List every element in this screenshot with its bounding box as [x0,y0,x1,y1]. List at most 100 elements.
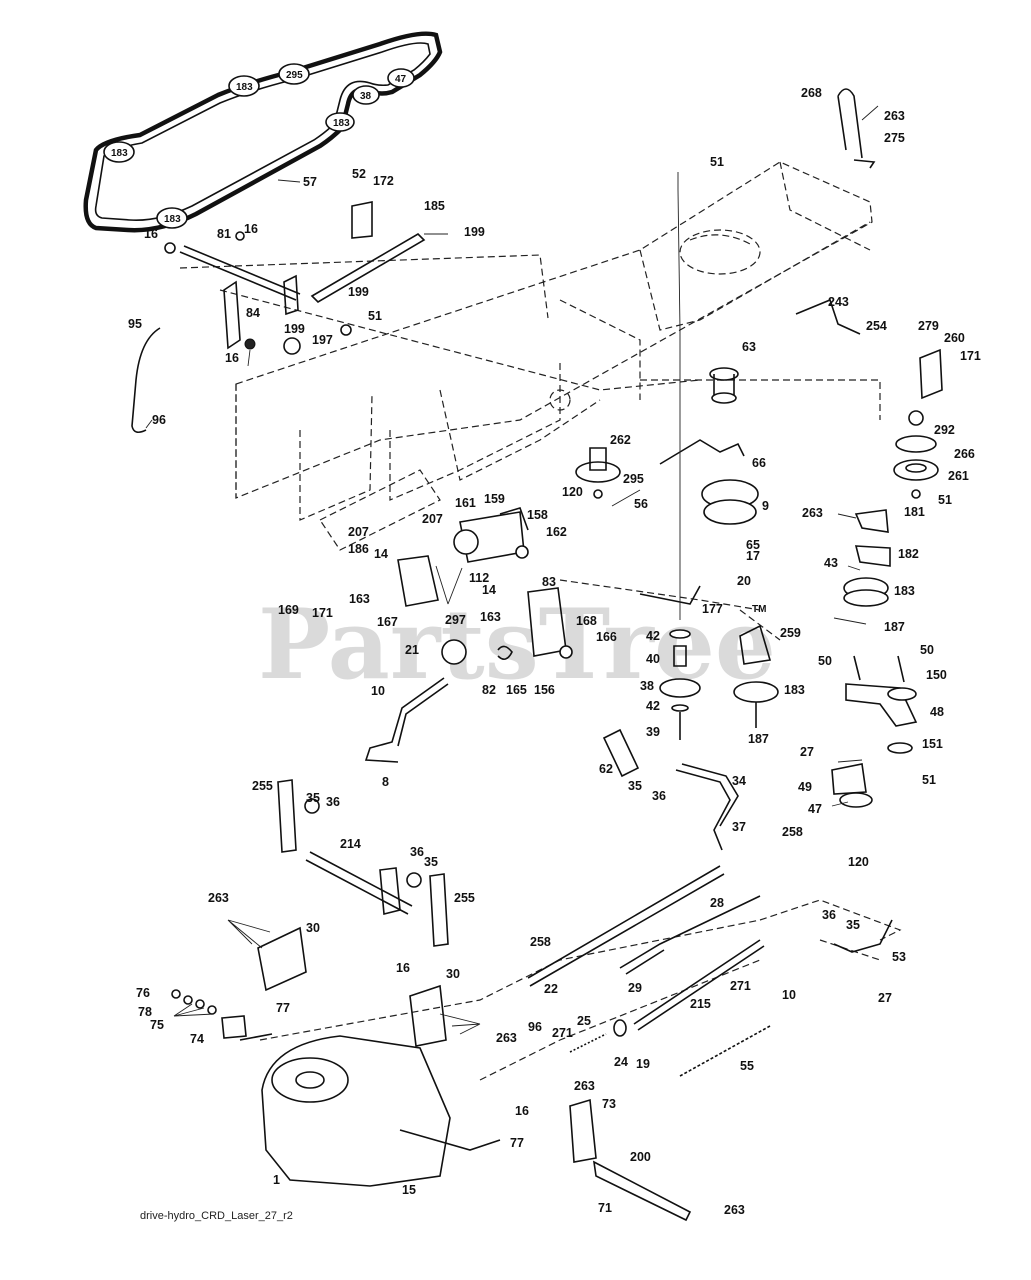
part-label: 96 [528,1020,542,1034]
part-label: 271 [730,979,751,993]
part-label: 73 [602,1097,616,1111]
part-label: 10 [371,684,385,698]
diagram-caption: drive-hydro_CRD_Laser_27_r2 [140,1210,293,1222]
part-label: 30 [306,921,320,935]
part-label: 16 [225,351,239,365]
part-label: 66 [752,456,766,470]
part-label: 74 [190,1032,204,1046]
belt-balloon: 295 [278,63,310,85]
part-label: 47 [808,802,822,816]
part-label: 35 [306,791,320,805]
part-label: 36 [326,795,340,809]
part-label: 30 [446,967,460,981]
part-label: 297 [445,613,466,627]
part-label: 169 [278,603,299,617]
part-label: 42 [646,699,660,713]
part-label: 71 [598,1201,612,1215]
part-label: 22 [544,982,558,996]
part-label: 53 [892,950,906,964]
part-label: 200 [630,1150,651,1164]
part-label: 263 [724,1203,745,1217]
part-label: 197 [312,333,333,347]
part-label: 186 [348,542,369,556]
part-label: 48 [930,705,944,719]
part-label: 199 [464,225,485,239]
part-label: 171 [312,606,333,620]
part-label: 260 [944,331,965,345]
part-label: 199 [284,322,305,336]
svg-text:183: 183 [111,148,128,159]
part-label: 150 [926,668,947,682]
part-label: 187 [884,620,905,634]
part-label: 51 [710,155,724,169]
part-label: 162 [546,525,567,539]
part-label: 158 [527,508,548,522]
part-label: 163 [480,610,501,624]
part-label: 49 [798,780,812,794]
part-label: 63 [742,340,756,354]
part-label: 263 [884,109,905,123]
part-label: 262 [610,433,631,447]
part-label: 36 [652,789,666,803]
part-label: 95 [128,317,142,331]
part-label: 19 [636,1057,650,1071]
part-label: 120 [848,855,869,869]
part-label: 62 [599,762,613,776]
part-label: 16 [244,222,258,236]
part-label: 14 [482,583,496,597]
part-label: 266 [954,447,975,461]
part-label: 77 [510,1136,524,1150]
part-label: 156 [534,683,555,697]
svg-text:295: 295 [286,70,303,81]
part-label: 65 [746,538,760,552]
part-label: 81 [217,227,231,241]
part-label: 120 [562,485,583,499]
part-label: 34 [732,774,746,788]
part-label: 29 [628,981,642,995]
part-label: 27 [878,991,892,1005]
drive-belt [83,31,443,233]
belt-balloon: 47 [387,68,415,88]
part-label: 168 [576,614,597,628]
part-label: 172 [373,174,394,188]
part-label: 35 [424,855,438,869]
part-label: 16 [515,1104,529,1118]
part-label: 259 [780,626,801,640]
part-label: 263 [574,1079,595,1093]
part-label: 1 [273,1173,280,1187]
part-label: 52 [352,167,366,181]
svg-text:47: 47 [395,74,407,85]
part-label: 166 [596,630,617,644]
part-label: 39 [646,725,660,739]
part-label: 25 [577,1014,591,1028]
part-label: 37 [732,820,746,834]
part-label: 75 [150,1018,164,1032]
part-label: 16 [144,227,158,241]
part-label: 9 [762,499,769,513]
part-label: 10 [782,988,796,1002]
belt-balloon: 183 [325,112,355,132]
part-label: 50 [818,654,832,668]
part-label: 185 [424,199,445,213]
part-label: 40 [646,652,660,666]
svg-text:183: 183 [333,118,350,129]
part-label: 38 [640,679,654,693]
part-label: 43 [824,556,838,570]
part-label: 35 [846,918,860,932]
part-label: 295 [623,472,644,486]
part-label: 77 [276,1001,290,1015]
belt-balloon: 183 [103,141,135,163]
part-label: 207 [422,512,443,526]
part-label: 181 [904,505,925,519]
part-label: 15 [402,1183,416,1197]
part-label: 27 [800,745,814,759]
part-label: 268 [801,86,822,100]
part-label: 57 [303,175,317,189]
belt-balloon: 183 [228,75,260,97]
part-label: 165 [506,683,527,697]
part-label: 51 [922,773,936,787]
part-label: 17 [746,549,760,563]
belt-balloons: 183 295 47 38 183 183 183 [103,63,415,229]
part-label: 275 [884,131,905,145]
